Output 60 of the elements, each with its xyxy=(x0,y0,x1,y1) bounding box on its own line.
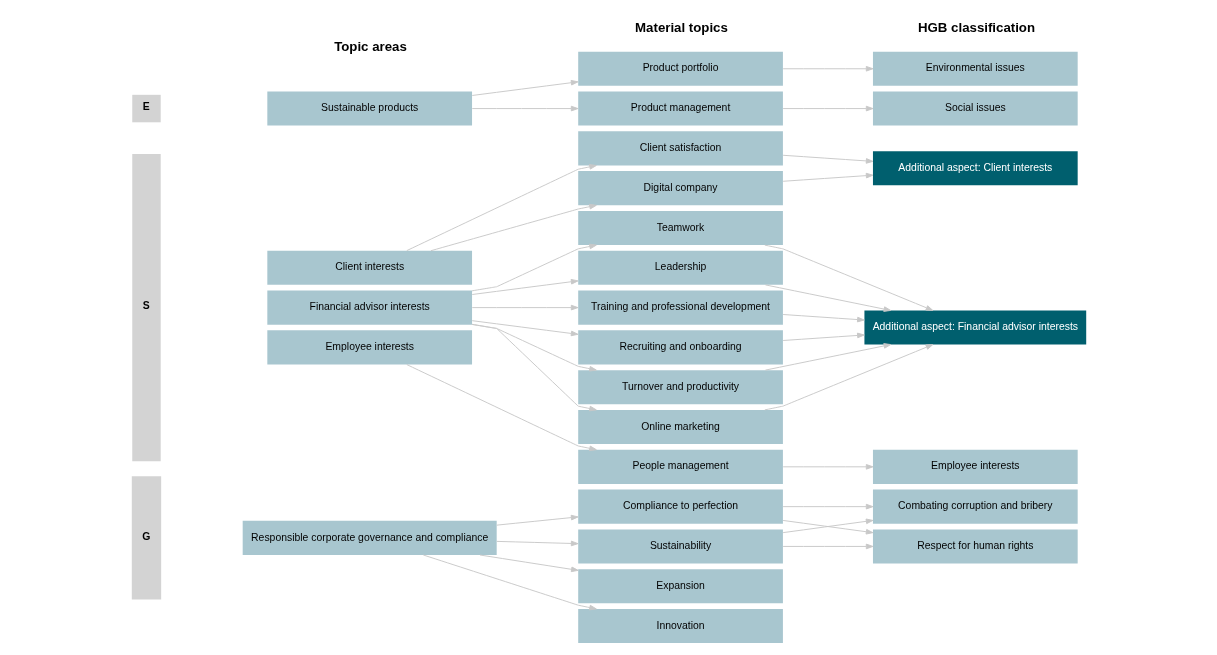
arrow xyxy=(782,105,873,112)
node-box: Client interests xyxy=(266,250,472,285)
node-box: Compliance to perfection xyxy=(577,489,783,524)
arrow xyxy=(471,278,578,295)
node-box: S xyxy=(131,154,161,462)
node-box: People management xyxy=(577,449,783,484)
node-box: Sustainable products xyxy=(266,91,472,126)
node-box: Teamwork xyxy=(577,210,783,246)
node-box: Financial advisor interests xyxy=(266,290,472,325)
arrow xyxy=(782,543,873,550)
arrow xyxy=(471,79,578,96)
arrow xyxy=(782,314,865,323)
arrow xyxy=(763,244,933,311)
node-box: Expansion xyxy=(577,569,783,604)
arrow xyxy=(782,464,873,470)
arrow xyxy=(471,304,578,311)
node-box: Recruiting and onboarding xyxy=(577,330,783,365)
node-box: Sustainability xyxy=(577,529,783,564)
arrow xyxy=(763,344,933,411)
label: HGB classification xyxy=(917,19,1035,35)
node-box: Employee interests xyxy=(266,330,472,365)
arrow xyxy=(471,243,597,292)
node-box: Innovation xyxy=(577,609,783,644)
node-box: Respect for human rights xyxy=(872,529,1078,564)
arrow xyxy=(471,105,578,112)
node-box: Product portfolio xyxy=(577,51,783,86)
node-box: Responsible corporate governance and compliance xyxy=(242,520,497,555)
node-box: Digital company xyxy=(577,171,783,206)
arrow xyxy=(405,364,597,452)
arrow xyxy=(405,164,597,252)
node-box: Employee interests xyxy=(872,449,1078,484)
arrow xyxy=(782,172,873,182)
node-box: Turnover and productivity xyxy=(577,370,783,405)
node-box: Client satisfaction xyxy=(577,131,783,166)
arrow xyxy=(429,203,597,252)
arrow xyxy=(764,343,891,371)
node-box: Training and professional development xyxy=(577,290,783,325)
arrow xyxy=(782,154,873,164)
arrow xyxy=(782,332,865,341)
node-box: Additional aspect: Financial advisor interests xyxy=(863,310,1086,345)
label: Topic areas xyxy=(333,39,407,55)
node-box: Online marketing xyxy=(577,409,783,445)
arrow xyxy=(471,320,578,337)
node-box: G xyxy=(131,476,161,600)
node-box: Environmental issues xyxy=(872,51,1078,86)
node-box: Social issues xyxy=(872,91,1078,126)
arrow xyxy=(422,554,597,611)
arrow xyxy=(782,503,873,510)
arrow xyxy=(782,65,873,72)
node-box: Combating corruption and bribery xyxy=(872,489,1078,524)
node-box: E xyxy=(131,94,161,123)
arrow xyxy=(495,540,578,547)
node-box: Product management xyxy=(577,91,783,126)
label: Material topics xyxy=(634,19,728,35)
node-box: Leadership xyxy=(577,250,783,285)
node-box: Additional aspect: Client interests xyxy=(872,151,1078,186)
arrow xyxy=(471,323,597,412)
arrow xyxy=(495,514,578,526)
arrow xyxy=(479,554,579,573)
arrow xyxy=(764,284,891,312)
